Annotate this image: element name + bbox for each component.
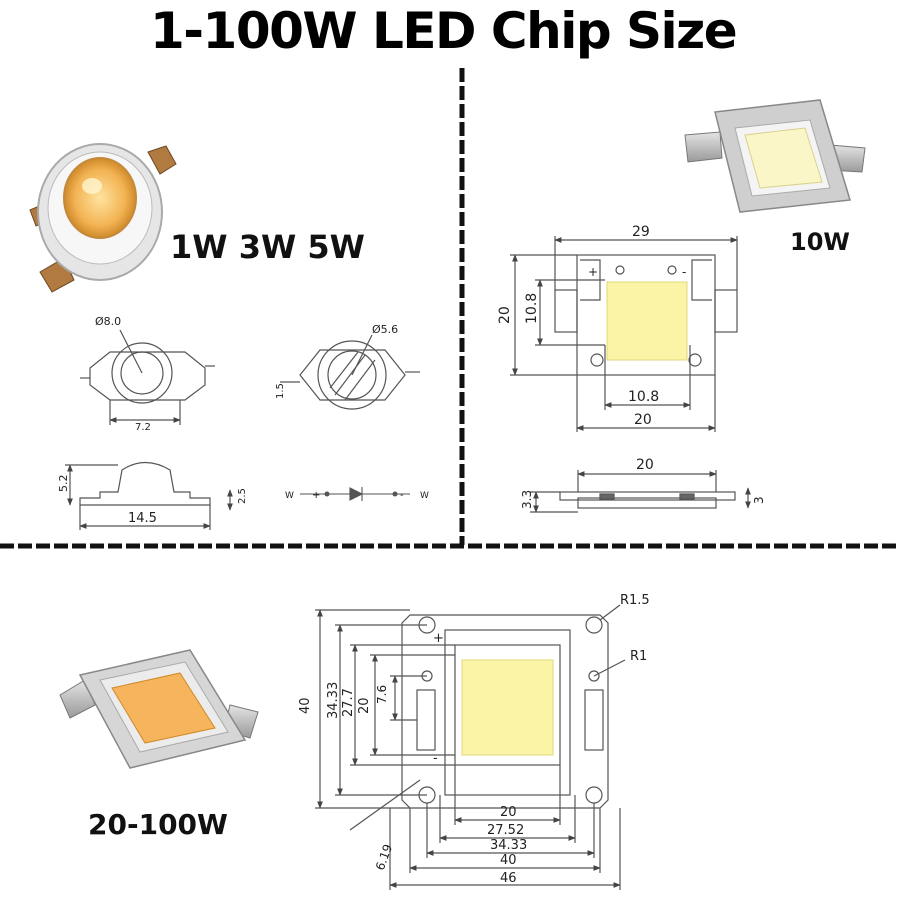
emitter-diameter-dim: Ø5.6 bbox=[372, 323, 398, 336]
side-height-dim: 5.2 bbox=[57, 475, 70, 493]
page-title: 1-100W LED Chip Size bbox=[150, 2, 738, 60]
lens-diameter-dim: Ø8.0 bbox=[95, 315, 121, 328]
big-emitter bbox=[461, 659, 554, 756]
small-chip-label: 1W 3W 5W bbox=[170, 228, 365, 266]
big-led-photo bbox=[59, 649, 259, 769]
base-width-dim: 14.5 bbox=[128, 511, 157, 526]
ten-height-dim: 20 bbox=[497, 306, 513, 324]
width-20-dim: 20 bbox=[500, 805, 517, 820]
hole-radius-dim: R1 bbox=[630, 649, 647, 664]
circuit-left-label: W bbox=[285, 491, 294, 501]
base-height-dim: 2.5 bbox=[237, 488, 248, 504]
big-chip-top-view bbox=[315, 604, 626, 890]
width-34-dim: 34.33 bbox=[490, 838, 527, 853]
ten-watt-top-view bbox=[510, 236, 738, 432]
ten-watt-side-view bbox=[530, 470, 751, 513]
small-led-photo bbox=[29, 143, 177, 293]
ten-side-thickness-dim: 3 bbox=[752, 496, 766, 504]
width-27-dim: 27.52 bbox=[487, 823, 524, 838]
big-chip-label: 20-100W bbox=[88, 808, 228, 841]
width-46-dim: 46 bbox=[500, 871, 517, 886]
height-34-dim: 34.33 bbox=[326, 682, 341, 719]
ten-side-height-dim: 3.3 bbox=[520, 490, 534, 509]
ten-plus-mark: + bbox=[588, 265, 598, 279]
diode-symbol bbox=[300, 487, 410, 501]
ten-minus-mark: - bbox=[682, 265, 686, 279]
circuit-right-label: W bbox=[420, 491, 429, 501]
body-width-dim: 7.2 bbox=[135, 422, 151, 433]
small-top-view-emitter bbox=[280, 334, 420, 410]
ten-watt-emitter bbox=[606, 281, 688, 361]
circuit-plus-label: + bbox=[312, 490, 320, 501]
width-40-dim: 40 bbox=[500, 853, 517, 868]
ten-side-width-dim: 20 bbox=[636, 457, 654, 473]
ten-base-width-dim: 20 bbox=[634, 412, 652, 428]
height-27-dim: 27.7 bbox=[341, 688, 356, 717]
ten-inner-width-dim: 10.8 bbox=[628, 389, 659, 405]
corner-radius-dim: R1.5 bbox=[620, 593, 650, 608]
panel-dividers bbox=[0, 68, 900, 549]
ten-top-width-dim: 29 bbox=[632, 224, 650, 240]
big-plus-mark: + bbox=[433, 631, 444, 646]
pin-offset-dim: 1.5 bbox=[275, 383, 286, 399]
ten-watt-photo bbox=[684, 99, 866, 213]
diag-dim: 6.19 bbox=[373, 842, 395, 872]
big-minus-mark: - bbox=[433, 751, 438, 766]
height-40-dim: 40 bbox=[298, 697, 313, 714]
small-top-view-lens bbox=[80, 329, 215, 425]
height-20-dim: 20 bbox=[357, 697, 372, 714]
ten-watt-label: 10W bbox=[790, 228, 850, 256]
small-side-view bbox=[65, 461, 233, 530]
circuit-minus-label: - bbox=[400, 490, 404, 501]
ten-inner-height-dim: 10.8 bbox=[524, 293, 540, 324]
height-7-dim: 7.6 bbox=[375, 685, 389, 704]
